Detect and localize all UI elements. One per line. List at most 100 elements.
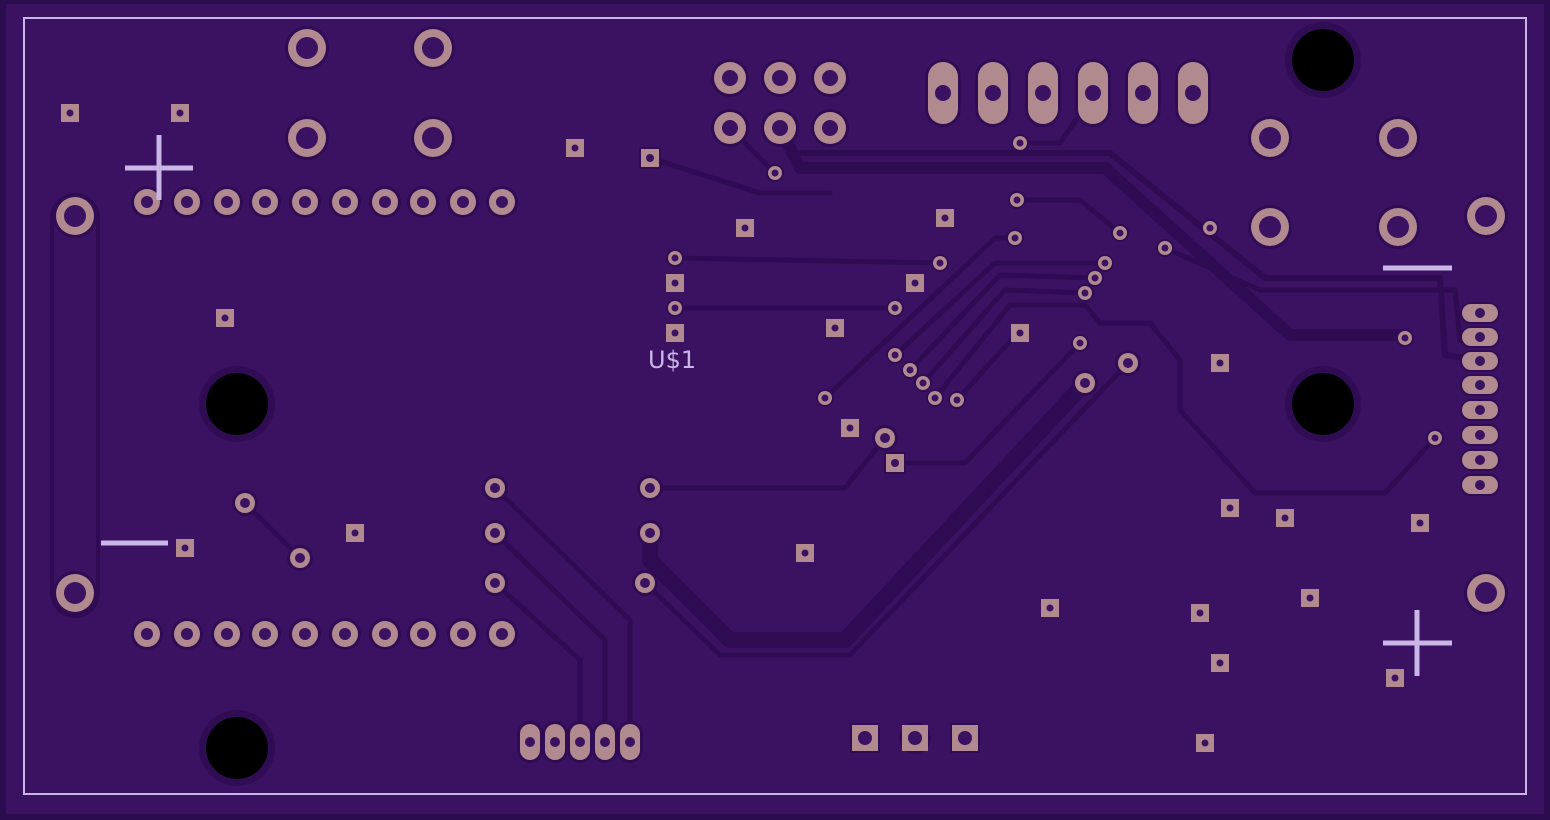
mount-hole [1292, 373, 1354, 435]
pad-hole [457, 628, 469, 640]
via-hole [1401, 334, 1409, 342]
test-pad-hole [741, 224, 749, 232]
pad-hole [221, 196, 233, 208]
pad-hole [295, 553, 305, 563]
pad-hole [1475, 205, 1497, 227]
via-hole [919, 379, 927, 387]
pad-hole [891, 459, 899, 467]
test-pad-hole [671, 279, 679, 287]
silkscreen-marks [101, 135, 1452, 676]
component-label: U$1 [648, 346, 696, 374]
pad-hole [645, 528, 655, 538]
pad-hole [1387, 127, 1409, 149]
trace [672, 255, 943, 266]
test-pad-hole [1226, 504, 1234, 512]
pad-hole [1475, 356, 1485, 366]
test-pad-hole [221, 314, 229, 322]
trace [492, 530, 608, 745]
via-hole [891, 351, 899, 359]
via-hole [1206, 224, 1214, 232]
trace [920, 287, 1088, 386]
test-pad-hole [351, 529, 359, 537]
pad-hole [722, 120, 738, 136]
test-pad-hole [1306, 594, 1314, 602]
pad-hole [141, 196, 153, 208]
mount-hole [206, 373, 268, 435]
test-pad-hole [1216, 359, 1224, 367]
test-pad-hole [176, 109, 184, 117]
pad-hole [645, 483, 655, 493]
pad-hole [1035, 85, 1051, 101]
pad-hole [908, 731, 922, 745]
test-pad-hole [941, 214, 949, 222]
pad-hole [1387, 216, 1409, 238]
test-pad-hole [1416, 519, 1424, 527]
pad-hole [525, 737, 535, 747]
test-pad-hole [831, 324, 839, 332]
trace [892, 340, 1083, 466]
pad-hole [417, 196, 429, 208]
pad-hole [490, 578, 500, 588]
test-pad-hole [1201, 739, 1209, 747]
via-hole [936, 259, 944, 267]
pad-hole [339, 628, 351, 640]
pad-hole [422, 127, 444, 149]
pad-hole [1475, 308, 1485, 318]
pad-hole [181, 628, 193, 640]
pad-hole [625, 737, 635, 747]
pad-hole [417, 628, 429, 640]
pad-hole [1475, 430, 1485, 440]
test-pad-hole [1196, 609, 1204, 617]
via-hole [1161, 244, 1169, 252]
pad-hole [379, 628, 391, 640]
pad-hole [496, 196, 508, 208]
via-hole [1091, 274, 1099, 282]
pad-hole [496, 628, 508, 640]
pad-hole [1259, 127, 1281, 149]
pad-hole [457, 196, 469, 208]
via-hole [891, 304, 899, 312]
test-pad-hole [1391, 674, 1399, 682]
via-hole [821, 394, 829, 402]
pad-hole [299, 628, 311, 640]
pad-hole [64, 205, 86, 227]
pad-hole [422, 37, 444, 59]
via-hole [1011, 234, 1019, 242]
pad-hole [722, 70, 738, 86]
trace [954, 327, 1023, 403]
pad-hole [1475, 332, 1485, 342]
trace-left-bus-inner [54, 198, 96, 613]
pad-hole [985, 85, 1001, 101]
test-pad-hole [1046, 604, 1054, 612]
pad-hole [822, 120, 838, 136]
pad-hole [64, 582, 86, 604]
trace [492, 485, 633, 745]
silkscreen-outline [23, 17, 1527, 795]
pad-hole [339, 196, 351, 208]
pad-hole [772, 120, 788, 136]
pad-hole [1123, 358, 1133, 368]
pad-hole [640, 578, 650, 588]
pad-hole [296, 37, 318, 59]
via-hole [931, 394, 939, 402]
pad-hole [1475, 455, 1485, 465]
pad-hole [240, 498, 250, 508]
pad-hole [1085, 85, 1101, 101]
pad-hole [141, 628, 153, 640]
pad-hole [1135, 85, 1151, 101]
pad-hole [1475, 582, 1497, 604]
pad-hole [880, 433, 890, 443]
test-pad-hole [1216, 659, 1224, 667]
via-hole [1431, 434, 1439, 442]
test-pad-hole [671, 329, 679, 337]
test-pad-hole [571, 144, 579, 152]
via-hole [906, 366, 914, 374]
trace [932, 302, 1438, 496]
pad-hole [1080, 378, 1090, 388]
test-pad-hole [66, 109, 74, 117]
pad-hole [1259, 216, 1281, 238]
pad-hole [822, 70, 838, 86]
pad-hole [1475, 480, 1485, 490]
pad-hole [490, 483, 500, 493]
